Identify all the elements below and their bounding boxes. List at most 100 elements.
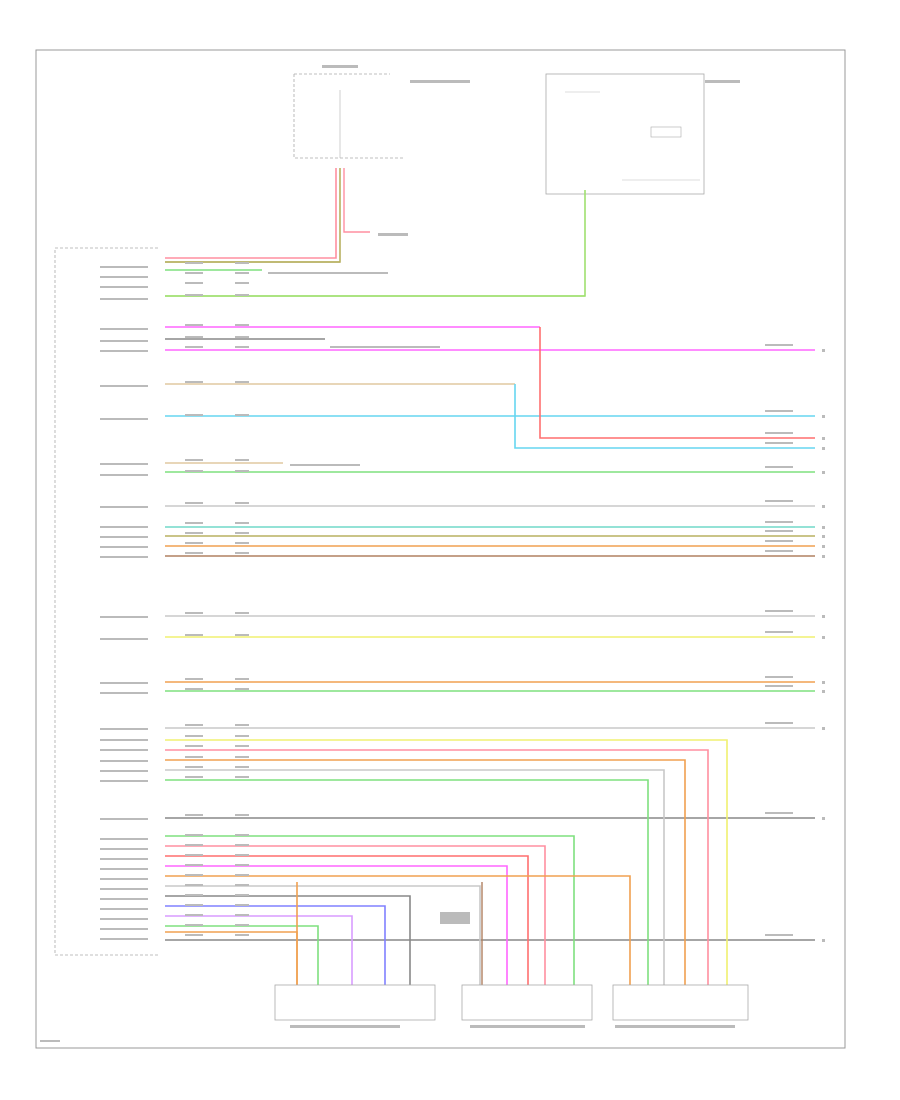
right-pin-13 (822, 690, 825, 693)
wire-code-b-10 (235, 470, 249, 472)
wire-lower-8 (165, 915, 353, 985)
wire-code-a-36 (185, 924, 203, 926)
wire-code-a-12 (185, 522, 203, 524)
left-label-18 (100, 682, 148, 684)
wire-code-b-35 (235, 914, 249, 916)
wire-fuse-branch (343, 168, 370, 233)
right-pin-3 (822, 447, 825, 450)
left-label-14 (100, 546, 148, 548)
wire-code-a-21 (185, 735, 203, 737)
right-pin-8 (822, 545, 825, 548)
right-code-15 (765, 812, 793, 814)
wire-code-a-3 (185, 294, 203, 296)
wire-code-a-30 (185, 864, 203, 866)
climate-control-module (54, 247, 158, 956)
wire-code-b-19 (235, 688, 249, 690)
wire-code-b-23 (235, 756, 249, 758)
center-note-label (440, 912, 470, 924)
wire-code-a-11 (185, 502, 203, 504)
diagram-id-label (40, 1040, 60, 1042)
wire-code-a-5 (185, 336, 203, 338)
wire-code-b-28 (235, 844, 249, 846)
right-pin-15 (822, 817, 825, 820)
left-label-37 (100, 938, 148, 940)
actuator-1-label (290, 1025, 400, 1028)
wire-code-b-9 (235, 459, 249, 461)
right-code-1 (765, 410, 793, 412)
left-label-4 (100, 328, 148, 330)
wire-drop-4 (165, 779, 649, 985)
wire-code-b-1 (235, 272, 249, 274)
right-pin-2 (822, 437, 825, 440)
wire-code-a-22 (185, 745, 203, 747)
wire-red-loop (539, 327, 815, 439)
right-code-5 (765, 500, 793, 502)
wire-code-b-24 (235, 766, 249, 768)
wire-code-a-20 (185, 724, 203, 726)
wire-code-a-27 (185, 834, 203, 836)
left-label-28 (100, 848, 148, 850)
left-label-6 (100, 350, 148, 352)
wire-drop-3 (165, 769, 665, 985)
left-label-9 (100, 463, 148, 465)
left-label-33 (100, 898, 148, 900)
left-label-16 (100, 616, 148, 618)
wire-code-a-25 (185, 776, 203, 778)
wire-code-b-2 (235, 282, 249, 284)
wire-code-b-33 (235, 894, 249, 896)
wire-code-b-29 (235, 854, 249, 856)
wire-code-a-14 (185, 542, 203, 544)
wire-code-a-9 (185, 459, 203, 461)
wire-code-a-8 (185, 414, 203, 416)
wire-code-a-4 (185, 324, 203, 326)
wire-drop-2 (165, 759, 686, 985)
fuse-top-label (322, 65, 358, 68)
left-label-29 (100, 858, 148, 860)
wire-code-a-35 (185, 914, 203, 916)
left-label-2 (100, 286, 148, 288)
left-label-1 (100, 276, 148, 278)
right-code-12 (765, 676, 793, 678)
left-label-12 (100, 526, 148, 528)
wire-code-a-37 (185, 934, 203, 936)
left-label-30 (100, 868, 148, 870)
left-label-19 (100, 692, 148, 694)
left-label-24 (100, 770, 148, 772)
actuator-2-label (470, 1025, 585, 1028)
left-label-22 (100, 749, 148, 751)
wire-code-b-20 (235, 724, 249, 726)
wire-code-a-19 (185, 688, 203, 690)
wire-code-b-13 (235, 532, 249, 534)
wire-code-b-34 (235, 904, 249, 906)
wire-code-a-2 (185, 282, 203, 284)
right-code-14 (765, 722, 793, 724)
instrument-panel-fuse-box (293, 73, 405, 159)
wire-code-b-26 (235, 814, 249, 816)
wire-lower-1 (165, 845, 546, 985)
actuator-box-2 (461, 984, 593, 1021)
right-pin-0 (822, 349, 825, 352)
left-label-25 (100, 780, 148, 782)
wire-group (165, 168, 815, 985)
wire-code-a-32 (185, 884, 203, 886)
left-label-32 (100, 888, 148, 890)
blower-label (290, 464, 360, 466)
wire-cyan-loop (514, 384, 815, 449)
wire-code-a-24 (185, 766, 203, 768)
right-pin-7 (822, 535, 825, 538)
wire-code-b-12 (235, 522, 249, 524)
left-label-35 (100, 918, 148, 920)
left-label-7 (100, 385, 148, 387)
sensor-ground-label (330, 346, 440, 348)
wire-code-b-27 (235, 834, 249, 836)
right-pin-10 (822, 615, 825, 618)
left-label-5 (100, 340, 148, 342)
wire-code-b-30 (235, 864, 249, 866)
actuator-box-1 (274, 984, 436, 1021)
wire-lower-0 (165, 835, 575, 985)
wire-code-b-5 (235, 336, 249, 338)
wire-code-a-23 (185, 756, 203, 758)
wire-code-b-4 (235, 324, 249, 326)
wire-code-b-8 (235, 414, 249, 416)
